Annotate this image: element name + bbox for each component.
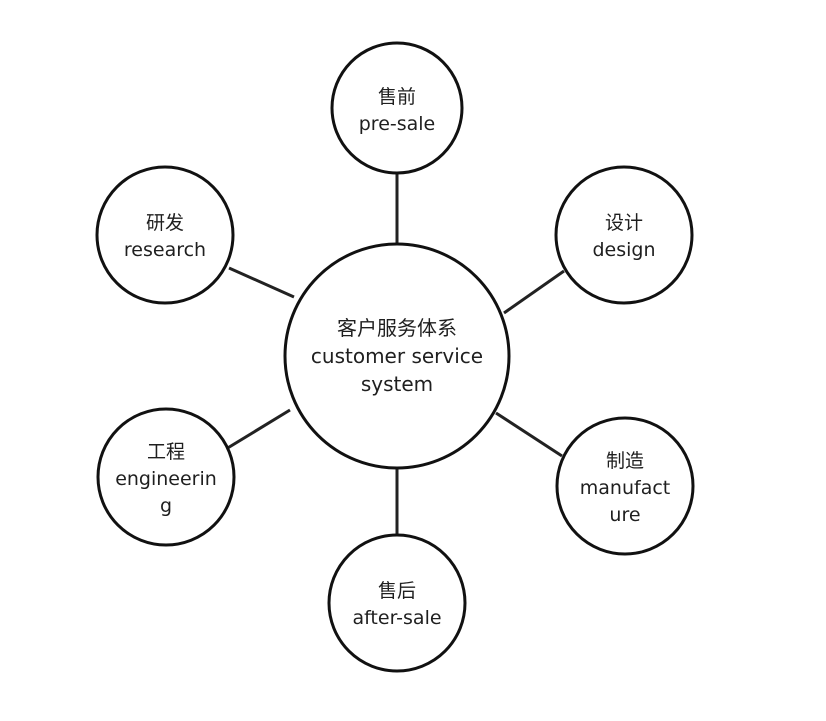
node-aftersale: 售后 after-sale <box>327 533 467 673</box>
connector-research <box>228 266 295 299</box>
center-label-line-3: system <box>361 372 433 396</box>
center-node: 客户服务体系 customer service system <box>283 242 511 470</box>
node-aftersale-circle <box>327 533 467 673</box>
node-presale-label-line-2: pre-sale <box>359 113 436 135</box>
node-design-label-line-1: 设计 <box>605 212 643 234</box>
node-engineering-circle <box>96 407 236 547</box>
center-node-circle <box>283 242 511 470</box>
center-label-line-1: 客户服务体系 <box>337 316 457 340</box>
node-design-circle <box>554 165 694 305</box>
node-aftersale-label-line-2: after-sale <box>352 607 441 629</box>
node-manufacture-circle <box>555 416 695 556</box>
node-manufacture-label-line-3: ure <box>609 504 640 526</box>
center-label-line-2: customer service <box>311 344 483 368</box>
node-research-circle <box>95 165 235 305</box>
node-presale-label-line-1: 售前 <box>378 86 416 108</box>
node-engineering-label-line-3: g <box>160 495 172 517</box>
node-design: 设计 design <box>554 165 694 305</box>
connector-manufacture <box>495 411 563 458</box>
node-aftersale-label-line-1: 售后 <box>378 580 416 602</box>
node-manufacture-label-line-2: manufact <box>580 477 670 499</box>
connector-design <box>503 269 565 315</box>
node-engineering: 工程 engineerin g <box>96 407 236 547</box>
node-research: 研发 research <box>95 165 235 305</box>
node-manufacture: 制造 manufact ure <box>555 416 695 556</box>
node-research-label-line-1: 研发 <box>146 212 184 234</box>
connector-engineering <box>225 408 291 451</box>
connector-lines <box>225 173 565 535</box>
node-presale-circle <box>330 41 464 175</box>
node-manufacture-label-line-1: 制造 <box>606 450 644 472</box>
node-presale: 售前 pre-sale <box>330 41 464 175</box>
node-engineering-label-line-2: engineerin <box>115 468 217 490</box>
node-design-label-line-2: design <box>592 239 655 261</box>
node-research-label-line-2: research <box>124 239 206 261</box>
node-engineering-label-line-1: 工程 <box>147 441 185 463</box>
